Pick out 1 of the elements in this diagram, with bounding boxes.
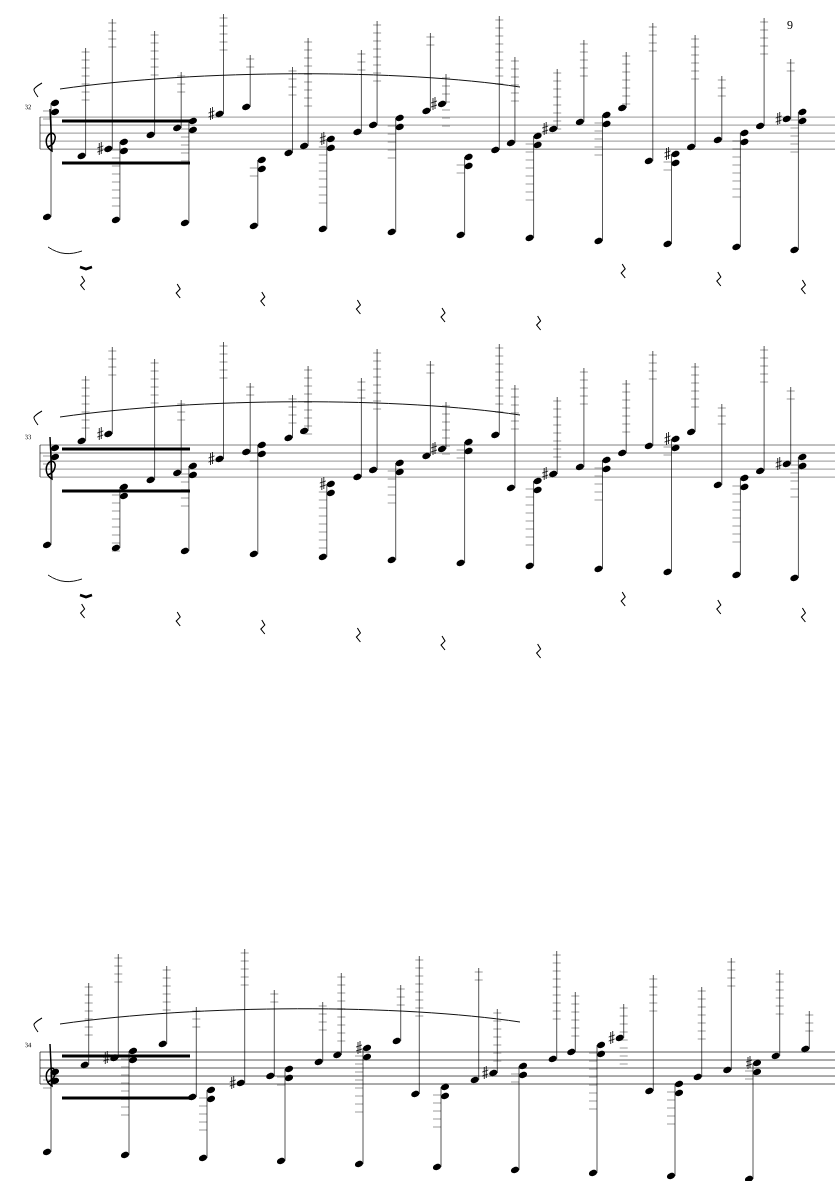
page-number: 9 [787, 20, 793, 30]
